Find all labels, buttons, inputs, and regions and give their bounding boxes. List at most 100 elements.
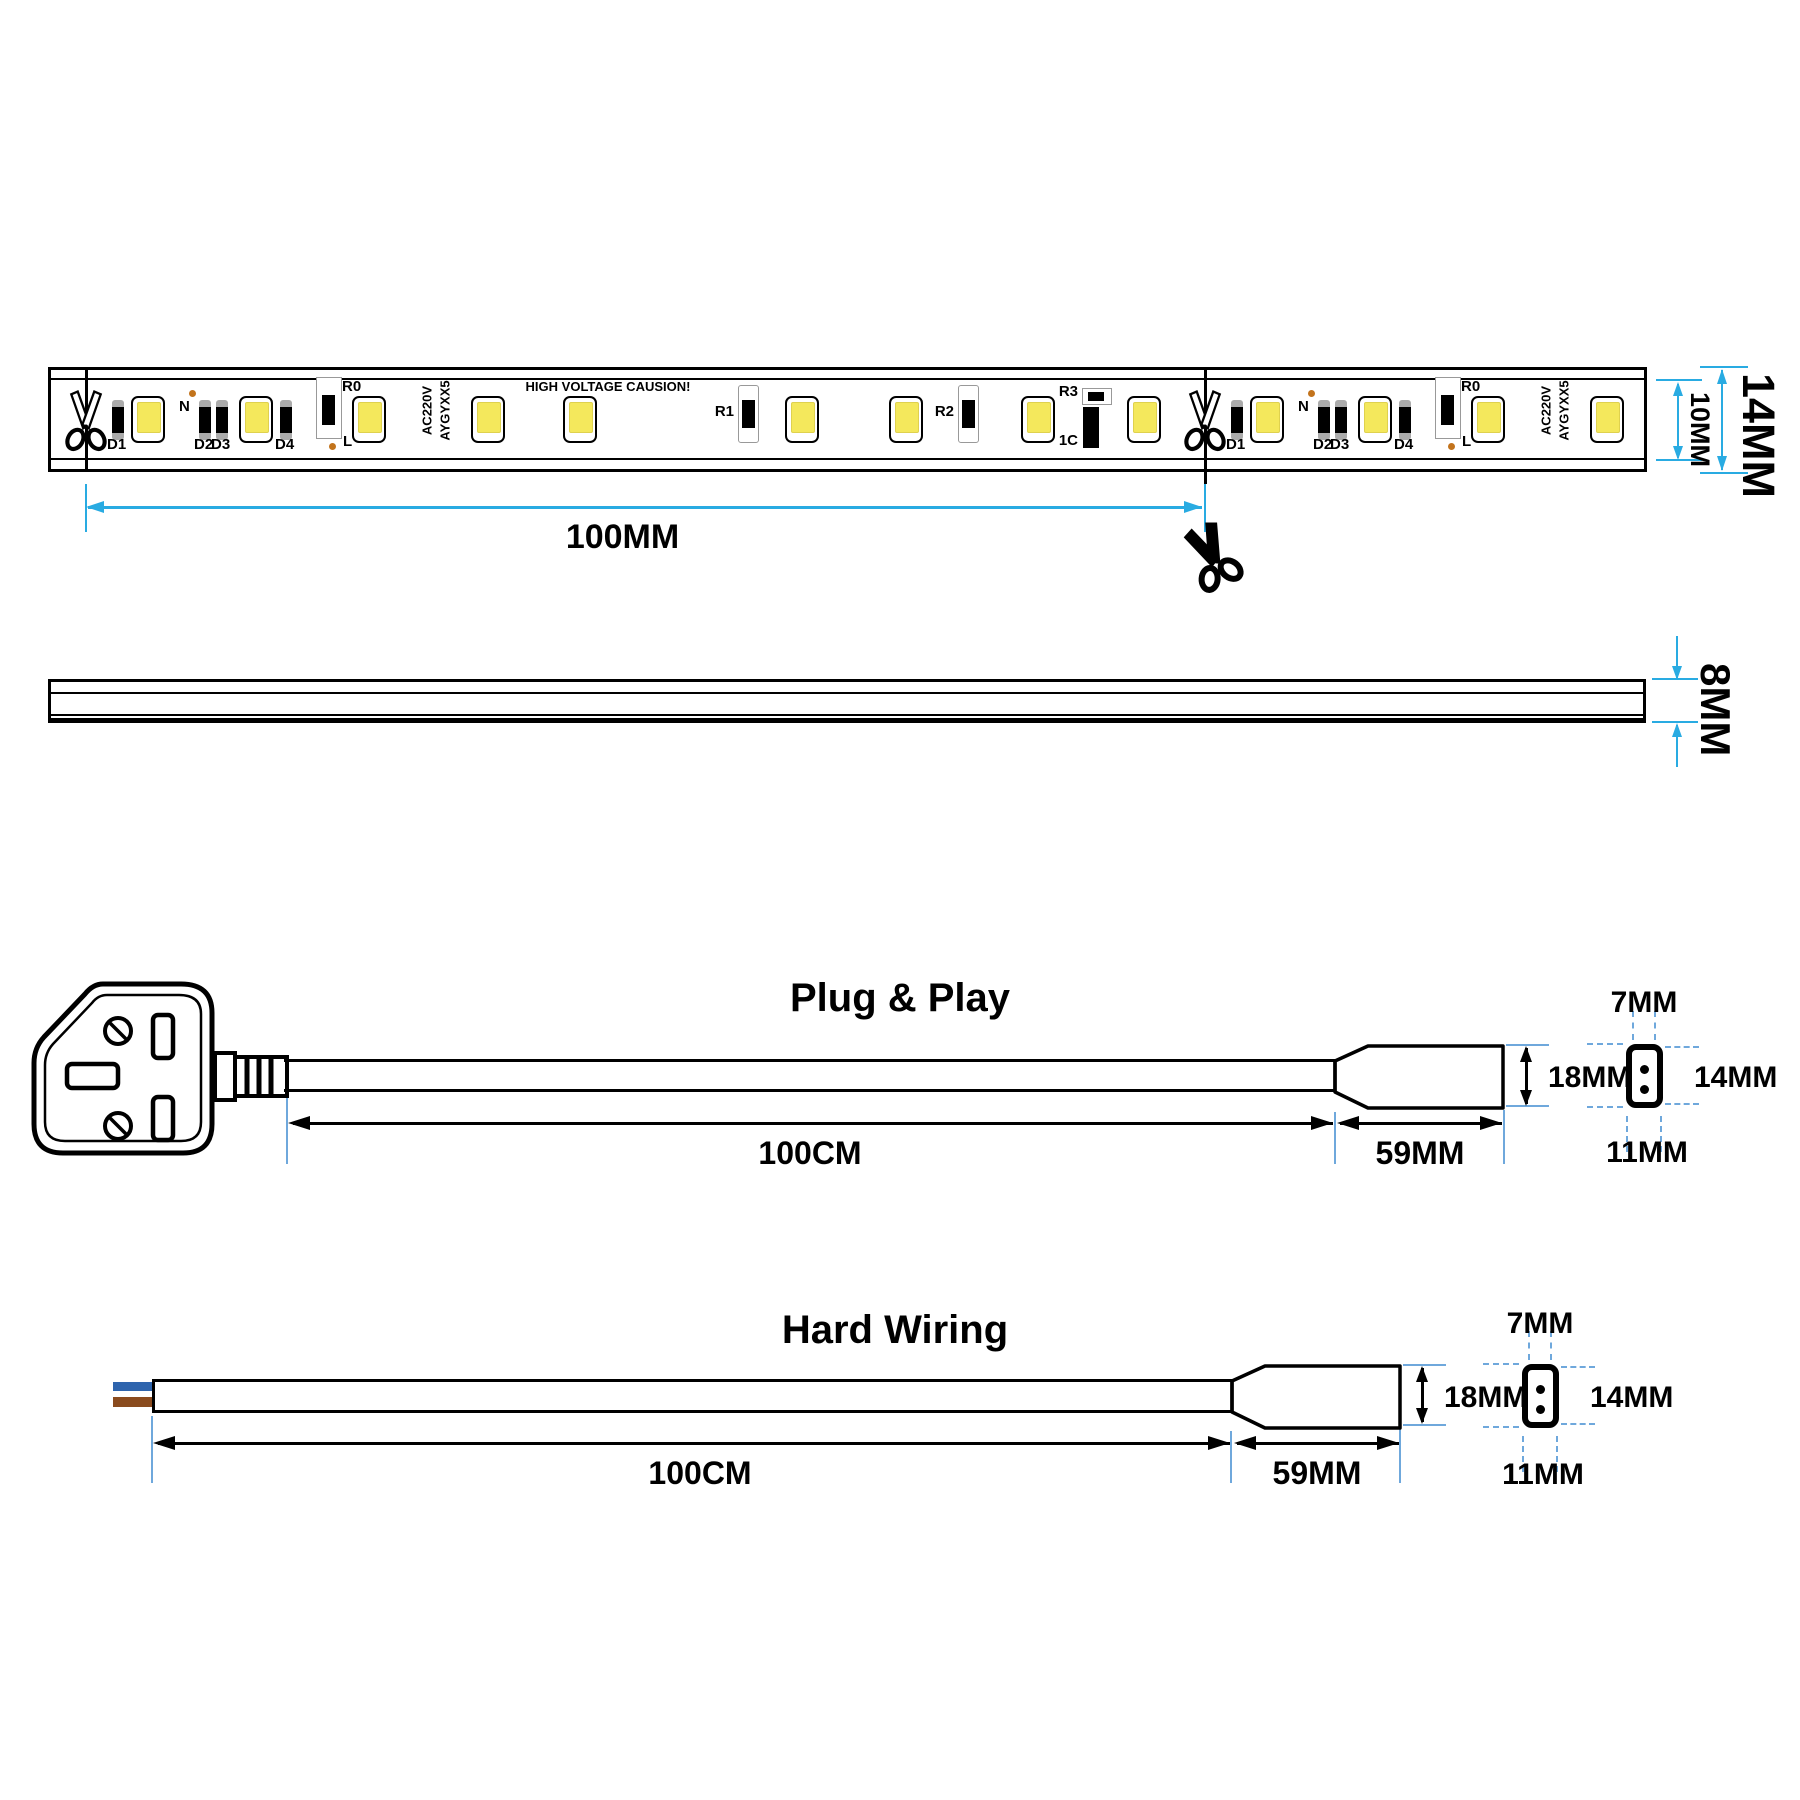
- dim-tick: [1403, 1364, 1446, 1366]
- dim-arrow: [1311, 1116, 1333, 1130]
- pp-connector: [1333, 1044, 1505, 1110]
- pp-dim-100cm: 100CM: [758, 1135, 862, 1171]
- dim-line-59mm: [1237, 1442, 1399, 1445]
- dim-tick: [1334, 1112, 1336, 1164]
- resistor-label: R1: [714, 403, 734, 420]
- dim-tick: [1506, 1105, 1549, 1107]
- diode-label: D1: [107, 436, 127, 453]
- pp-connector-pin: [1640, 1085, 1649, 1094]
- led-chip-phosphor: [357, 401, 382, 433]
- side-base-line: [51, 714, 1643, 716]
- diode-body: [1231, 407, 1243, 433]
- dim-line-14mm: [1721, 370, 1723, 470]
- uk-plug: [31, 981, 289, 1156]
- diode: [199, 400, 211, 440]
- dashed-guide: [1654, 1011, 1656, 1040]
- resistor-body: [742, 400, 755, 428]
- dim-tick: [1506, 1044, 1549, 1046]
- diode: [1318, 400, 1330, 440]
- diode-label: D4: [275, 436, 295, 453]
- hw-cable-end-line: [152, 1379, 155, 1413]
- dim-arrow: [153, 1436, 175, 1450]
- dim-arrow: [1672, 666, 1682, 680]
- dim-tick: [1656, 379, 1702, 381]
- dim-line-18mm: [1421, 1368, 1424, 1422]
- resistor-body: [1088, 392, 1104, 401]
- dashed-guide: [1528, 1331, 1530, 1360]
- dim-line-10mm: [1677, 384, 1679, 458]
- hw-dim-59mm: 59MM: [1272, 1455, 1362, 1491]
- led-strip-side-view: [48, 679, 1646, 723]
- diode-body: [216, 407, 228, 433]
- dim-arrow: [1416, 1366, 1428, 1382]
- diode: [280, 400, 292, 440]
- led-chip: [471, 396, 505, 443]
- dim-tick: [1503, 1110, 1505, 1164]
- dim-arrow: [1416, 1408, 1428, 1424]
- diode: [1335, 400, 1347, 440]
- pp-connector-pin: [1640, 1065, 1649, 1074]
- dim-line-8mm: [1676, 725, 1678, 767]
- solder-pad-n: [189, 390, 196, 397]
- dim-arrow: [288, 1116, 310, 1130]
- led-chip-phosphor: [244, 401, 269, 433]
- led-chip: [1358, 396, 1392, 443]
- dim-label-10mm: 10MM: [1685, 392, 1715, 468]
- dim-tick: [151, 1416, 153, 1483]
- diode-body: [1335, 407, 1347, 433]
- scissors-icon: [1184, 390, 1226, 452]
- resistor-label-r0: R0: [1461, 378, 1481, 395]
- pp-connector-end-view: [1626, 1044, 1663, 1108]
- dim-arrow: [1337, 1116, 1359, 1130]
- led-chip: [352, 396, 386, 443]
- led-chip-phosphor: [1132, 401, 1157, 433]
- led-chip-phosphor: [568, 401, 593, 433]
- dim-label-8mm: 8MM: [1692, 663, 1739, 757]
- resistor-r0: [1435, 377, 1461, 439]
- side-inner-line: [51, 692, 1643, 694]
- silk-print-text: AYGYXX5: [437, 380, 453, 441]
- dashed-guide: [1665, 1103, 1699, 1105]
- resistor-label: R2: [934, 403, 954, 420]
- led-chip: [1471, 396, 1505, 443]
- hw-connector: [1230, 1364, 1402, 1430]
- pp-dim-59mm: 59MM: [1375, 1135, 1465, 1171]
- pad-label-l: L: [343, 433, 353, 450]
- silk-print-text: AYGYXX5: [1556, 380, 1572, 441]
- led-chip-phosphor: [790, 401, 815, 433]
- diode-body: [280, 407, 292, 433]
- led-chip: [1250, 396, 1284, 443]
- dim-arrow: [1377, 1436, 1399, 1450]
- scissors-cut-icon: [1183, 522, 1244, 593]
- led-chip: [1590, 396, 1624, 443]
- led-chip-phosphor: [136, 401, 161, 433]
- solder-pad-n: [1308, 390, 1315, 397]
- dashed-guide: [1483, 1426, 1519, 1428]
- capacitor-1c: [1083, 407, 1099, 448]
- dim-arrow: [1672, 723, 1682, 737]
- dim-line-100mm: [88, 506, 1202, 509]
- hw-connector-pin: [1536, 1385, 1545, 1394]
- pp-cable-bottom-line: [284, 1089, 1335, 1092]
- dashed-guide: [1587, 1043, 1623, 1045]
- pp-dim-14mm: 14MM: [1694, 1061, 1778, 1094]
- hw-connector-pin: [1536, 1405, 1545, 1414]
- led-chip: [785, 396, 819, 443]
- dashed-guide: [1632, 1011, 1634, 1040]
- dashed-guide: [1556, 1436, 1558, 1472]
- led-chip: [889, 396, 923, 443]
- resistor-r0: [316, 377, 342, 439]
- diode-label: D4: [1394, 436, 1414, 453]
- dim-arrow: [1480, 1116, 1502, 1130]
- hw-dim-14mm: 14MM: [1590, 1381, 1674, 1414]
- diode-body: [1399, 407, 1411, 433]
- led-chip-phosphor: [1026, 401, 1051, 433]
- led-chip-phosphor: [1363, 401, 1388, 433]
- led-chip-phosphor: [476, 401, 501, 433]
- dashed-guide: [1550, 1331, 1552, 1360]
- led-chip-phosphor: [1476, 401, 1501, 433]
- dim-arrow: [1673, 446, 1683, 460]
- led-chip: [239, 396, 273, 443]
